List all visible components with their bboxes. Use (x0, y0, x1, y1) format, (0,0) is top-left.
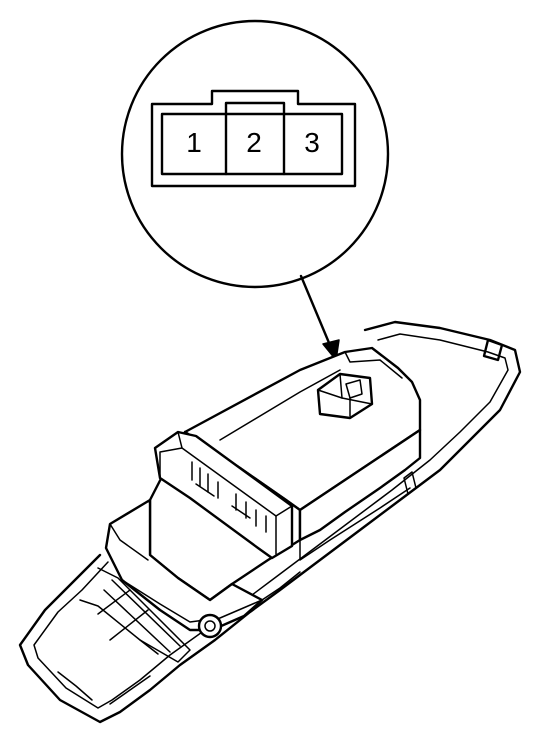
bezel-clip (482, 338, 504, 362)
detail-circle (120, 19, 390, 289)
bezel-opening (79, 567, 191, 663)
connector-cavity (160, 112, 344, 176)
switch-body-side (298, 428, 422, 542)
main-harness-connector (153, 430, 294, 560)
connector-key-slot (224, 101, 286, 116)
connector-detail-inset: 1 2 3 (120, 19, 390, 289)
connector-housing (150, 89, 357, 188)
mounting-screw (197, 613, 223, 639)
pin-label-3: 3 (304, 127, 320, 158)
trim-bezel (18, 320, 522, 724)
window-switch-connector (316, 372, 374, 420)
mounting-lip (104, 498, 264, 632)
pin-label-2: 2 (246, 127, 262, 158)
trim-bezel-rim (33, 333, 509, 709)
pin-label-1: 1 (186, 127, 202, 158)
pointer-arrow (299, 274, 340, 361)
switch-assembly (18, 320, 522, 724)
